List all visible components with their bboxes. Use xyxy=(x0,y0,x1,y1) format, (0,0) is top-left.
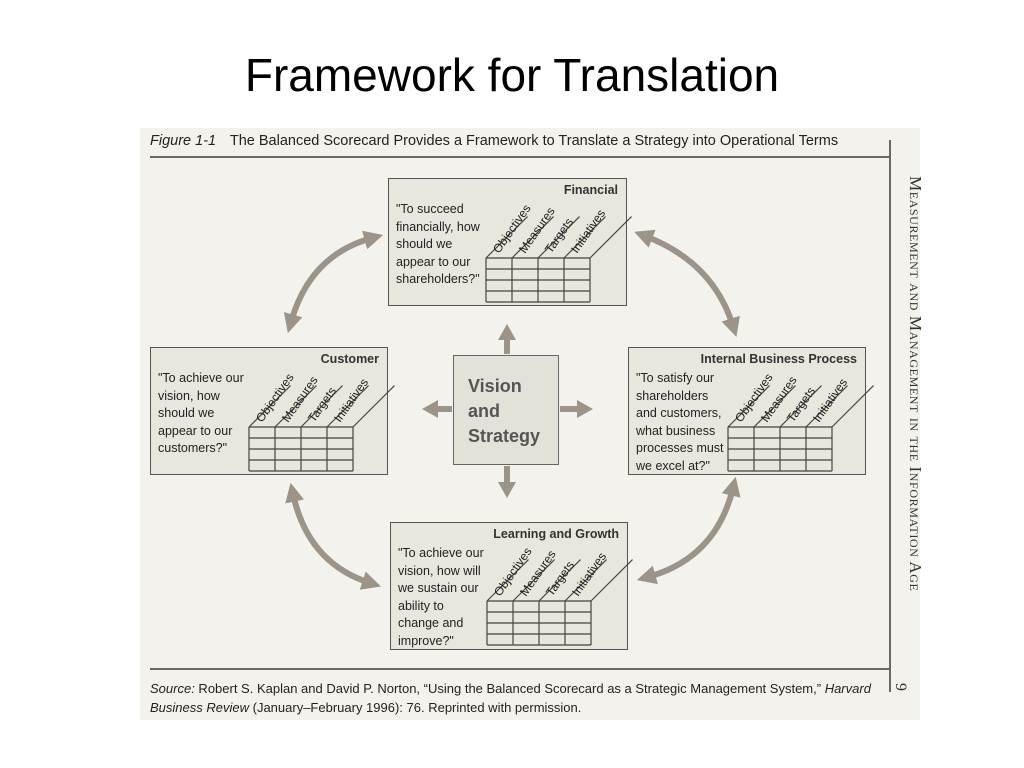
source-journal: Harvard Business Review xyxy=(150,681,871,715)
source-text-1: Robert S. Kaplan and David P. Norton, “U… xyxy=(194,681,825,696)
caption-rule xyxy=(150,156,890,158)
learning-growth-box: Learning and Growth "To achieve our visi… xyxy=(390,522,628,650)
figure-caption-text: The Balanced Scorecard Provides a Framew… xyxy=(229,133,839,149)
figure-number: Figure 1-1 xyxy=(150,133,217,149)
customer-column-initiatives: Initiatives xyxy=(331,376,371,425)
figure-caption: Figure 1-1 The Balanced Scorecard Provid… xyxy=(150,133,838,149)
cycle-arrow-bottom-left xyxy=(285,482,381,590)
vision-strategy-label: Vision and Strategy xyxy=(468,376,541,446)
vision-arrow-right xyxy=(560,400,593,418)
financial-box: Financial "To succeed financially, how s… xyxy=(388,178,627,306)
customer-box: Customer "To achieve our vision, how sho… xyxy=(150,347,388,475)
internal-process-box: Internal Business Process "To satisfy ou… xyxy=(628,347,866,475)
customer-title: Customer xyxy=(320,352,379,366)
internal-process-question: "To satisfy our shareholders and custome… xyxy=(636,371,724,473)
learning-column-initiatives: Initiatives xyxy=(569,550,609,599)
source-rule xyxy=(150,668,890,670)
cycle-arrow-bottom-right xyxy=(636,476,741,585)
financial-column-initiatives: Initiatives xyxy=(568,207,608,256)
internal-column-initiatives: Initiatives xyxy=(810,376,850,425)
source-label: Source: xyxy=(150,681,195,696)
slide-title: Framework for Translation xyxy=(244,49,780,101)
customer-question: "To achieve our vision, how should we ap… xyxy=(158,371,244,455)
financial-question: "To succeed financially, how should we a… xyxy=(396,202,480,286)
source-text-2: (January–February 1996): 76. Reprinted w… xyxy=(249,700,582,715)
learning-growth-question: "To achieve our vision, how will we sust… xyxy=(398,546,484,648)
internal-process-title: Internal Business Process xyxy=(700,352,857,366)
cycle-arrow-top-right xyxy=(634,229,740,337)
cycle-arrow-top-left xyxy=(283,230,384,334)
vision-arrow-up xyxy=(498,324,516,354)
source-citation: Source: Robert S. Kaplan and David P. No… xyxy=(150,679,880,717)
vision-arrow-down xyxy=(498,466,516,498)
learning-growth-title: Learning and Growth xyxy=(493,527,619,541)
vision-arrow-left xyxy=(422,400,452,418)
financial-title: Financial xyxy=(563,183,618,197)
margin-rule xyxy=(889,140,891,692)
side-heading: Measurement and Management in the Inform… xyxy=(906,176,925,592)
vision-strategy-box: Vision and Strategy xyxy=(453,355,559,465)
